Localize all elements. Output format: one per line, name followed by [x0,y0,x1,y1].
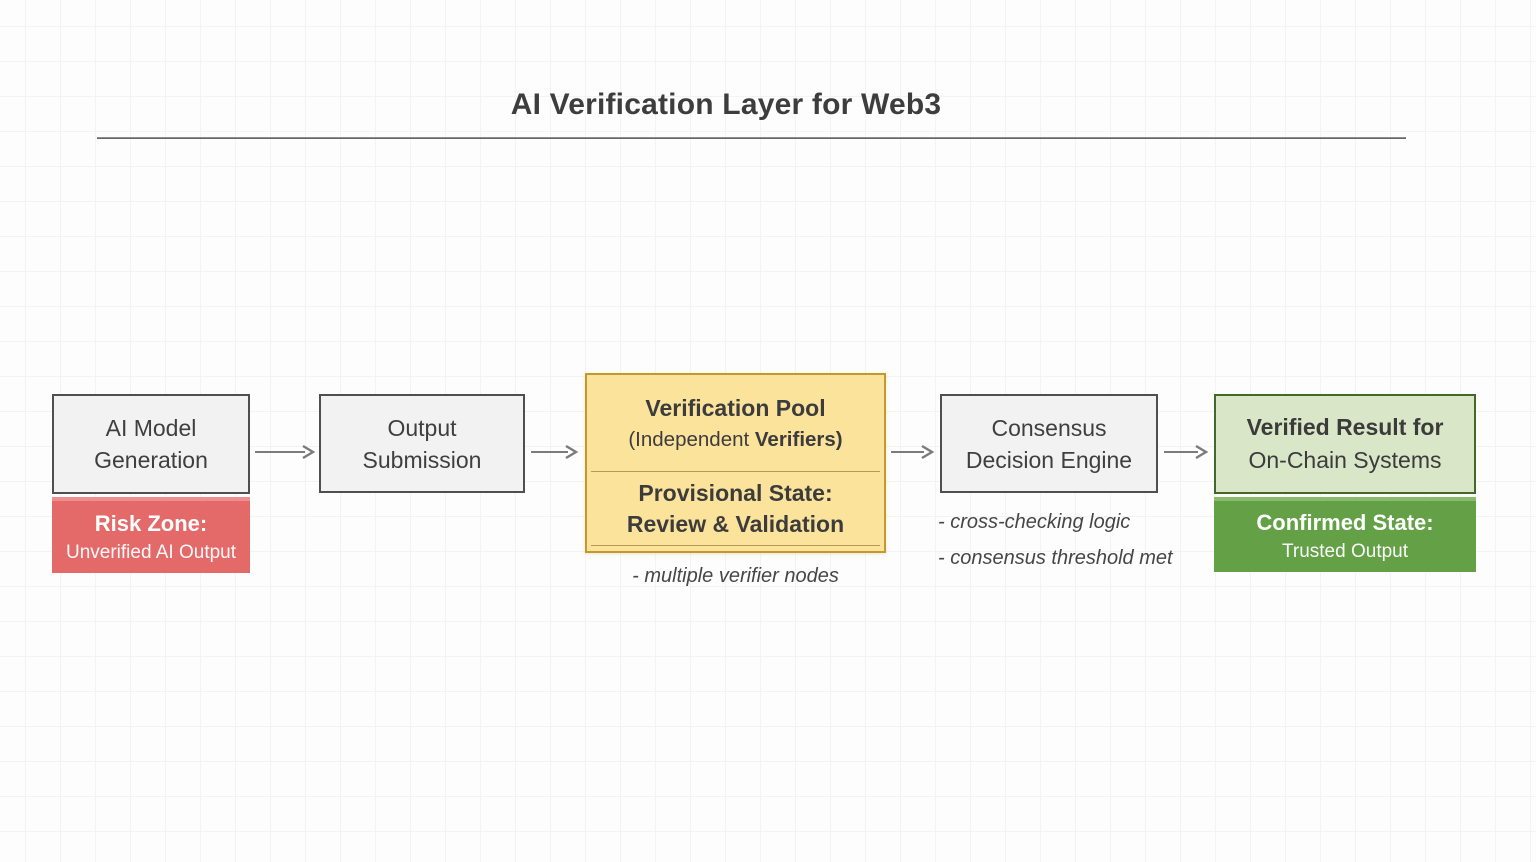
badge-confirmed-state: Confirmed State: Trusted Output [1214,497,1476,572]
pool-footer-line [591,545,880,546]
provisional-state-line2: Review & Validation [626,510,845,537]
node-verification-pool: Verification Pool (Independent Verifiers… [585,373,886,553]
node-output-submission: Output Submission [319,394,525,493]
flow-arrow-4 [1164,444,1209,460]
flow-arrow-2 [531,444,579,460]
pool-divider-line [591,471,880,472]
title-divider [97,137,1406,139]
node-label-line1: Output [387,414,457,441]
badge-subtitle: Trusted Output [1281,541,1409,562]
node-label: Output Submission [321,412,523,476]
diagram-title: AI Verification Layer for Web3 [510,88,942,121]
note-cross-checking-logic: - cross-checking logic [938,511,1131,533]
node-label-line2: On-Chain Systems [1248,447,1442,473]
verification-pool-subtitle: (Independent Verifiers) [587,425,884,454]
node-consensus-decision-engine: Consensus Decision Engine [940,394,1158,493]
flow-arrow-1 [255,444,316,460]
note-consensus-threshold-met: - consensus threshold met [938,547,1173,569]
node-label: Verified Result for On-Chain Systems [1216,411,1474,477]
flow-arrow-3 [891,444,935,460]
node-label-line1: Verified Result for [1246,414,1444,440]
node-label-line2: Submission [362,446,482,473]
node-label-line1: Consensus [991,414,1107,441]
node-verified-result: Verified Result for On-Chain Systems [1214,394,1476,494]
badge-title: Risk Zone: [94,510,208,536]
badge-risk-zone: Risk Zone: Unverified AI Output [52,497,250,573]
subtitle-prefix: (Independent [628,428,755,451]
verification-pool-header: Verification Pool (Independent Verifiers… [587,375,884,471]
note-multiple-verifier-nodes: - multiple verifier nodes [632,565,839,587]
provisional-state-section: Provisional State: Review & Validation [587,472,884,545]
node-label: AI Model Generation [54,412,248,476]
badge-title: Confirmed State: [1256,510,1434,535]
node-ai-model-generation: AI Model Generation [52,394,250,494]
node-label: Consensus Decision Engine [942,412,1156,476]
node-label-line2: Generation [94,447,208,473]
provisional-state-title: Provisional State: [638,479,833,506]
node-label-line1: AI Model [105,415,197,441]
verification-pool-title: Verification Pool [645,395,826,421]
subtitle-bold: Verifiers) [754,428,843,451]
badge-subtitle: Unverified AI Output [65,541,237,563]
node-label-line2: Decision Engine [965,446,1133,473]
